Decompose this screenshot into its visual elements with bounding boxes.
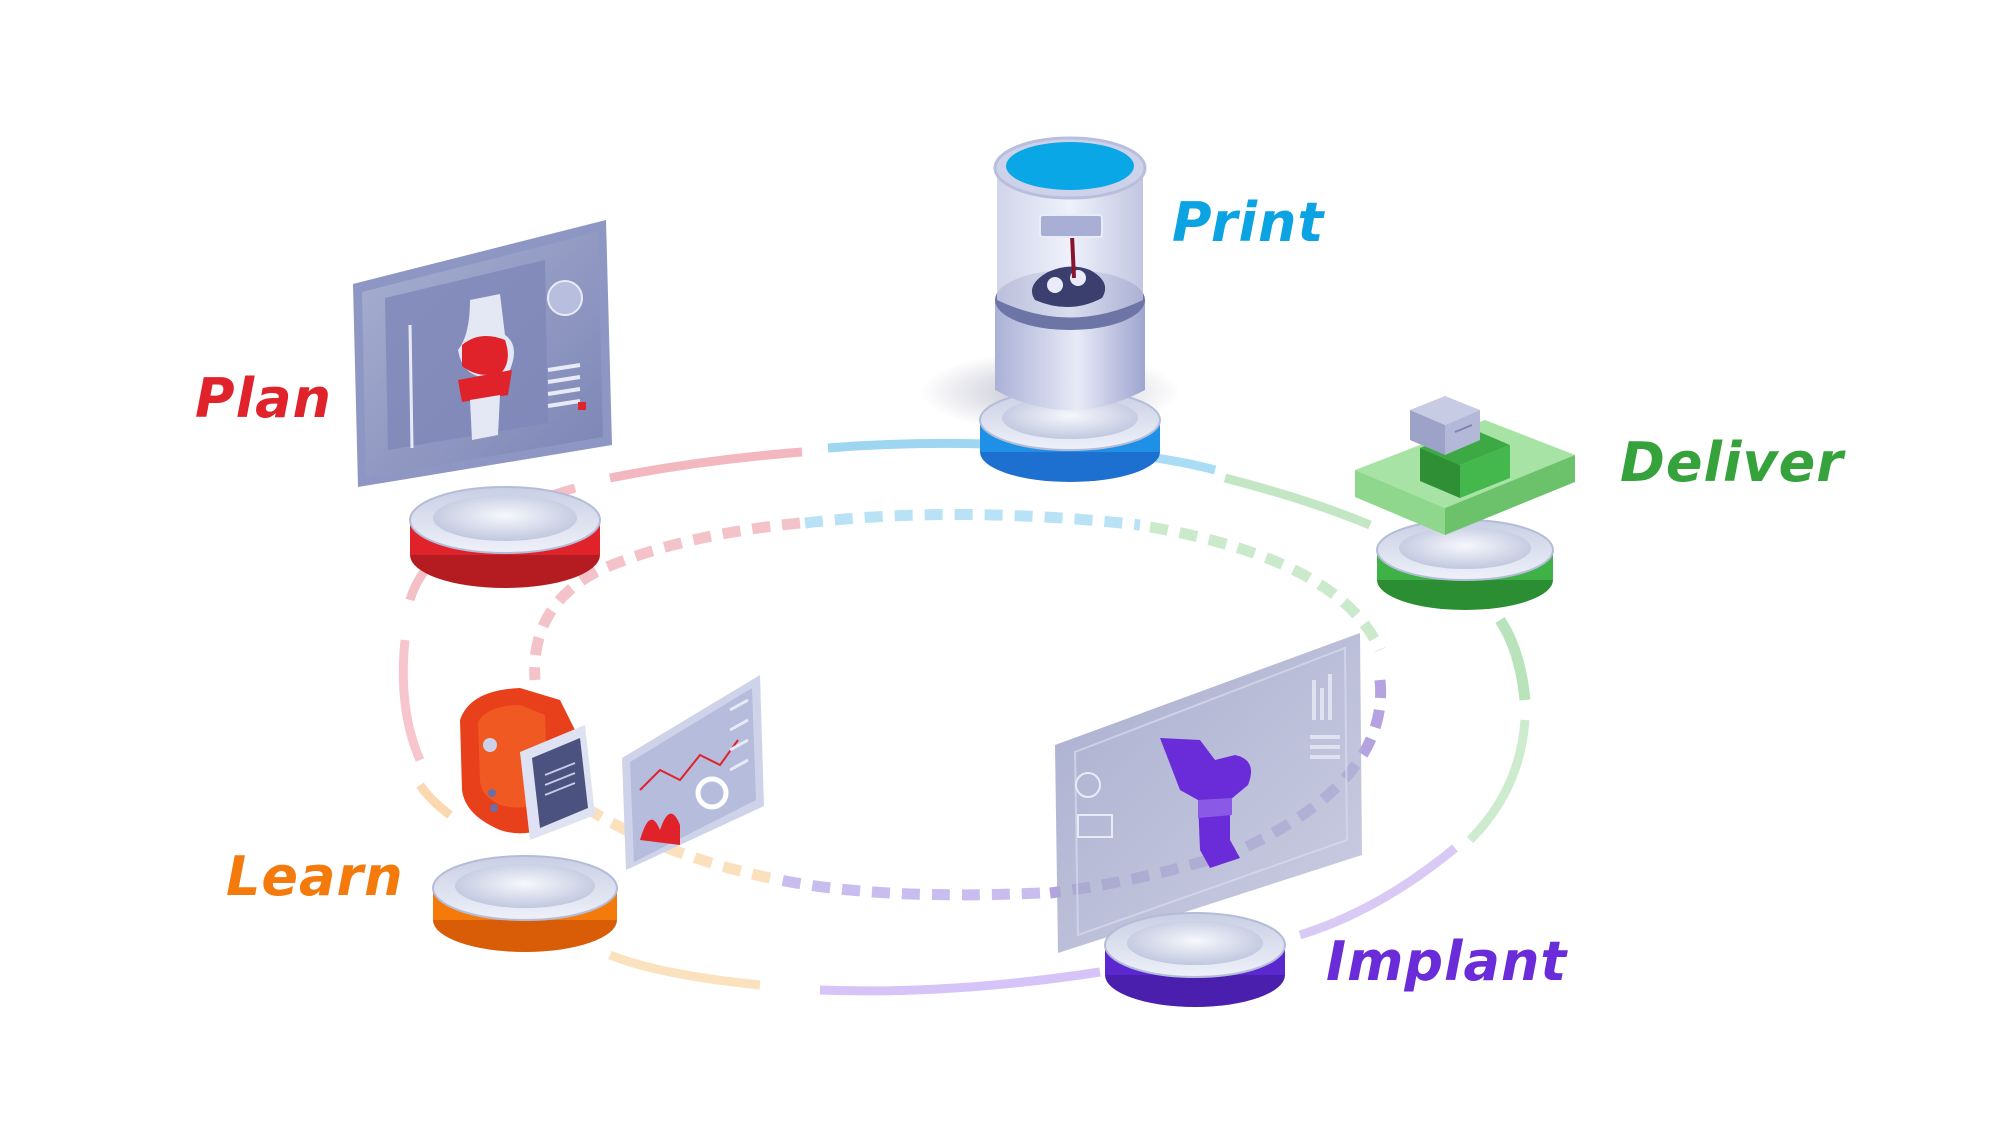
- implant-station: [1055, 633, 1362, 1007]
- package-boxes-icon: [1355, 396, 1575, 535]
- 3d-printer-icon: [993, 136, 1147, 410]
- smartwatch-analytics-icon: [460, 675, 764, 870]
- learn-disc: [432, 855, 618, 952]
- deliver-disc: [1376, 519, 1554, 610]
- implant-disc: [1104, 912, 1286, 1007]
- plan-label: Plan: [195, 367, 332, 430]
- plan-disc: [409, 486, 601, 588]
- print-station: [920, 136, 1180, 482]
- learn-station: [432, 675, 764, 952]
- learn-label: Learn: [226, 845, 404, 908]
- print-disc: [979, 389, 1161, 482]
- knee-implant-screen-icon: [1055, 633, 1362, 953]
- implant-label: Implant: [1326, 930, 1568, 993]
- deliver-station: [1355, 396, 1575, 610]
- print-label: Print: [1172, 191, 1325, 254]
- deliver-label: Deliver: [1620, 431, 1844, 494]
- plan-station: [353, 220, 612, 588]
- tablet-knee-scan-icon: [353, 220, 612, 487]
